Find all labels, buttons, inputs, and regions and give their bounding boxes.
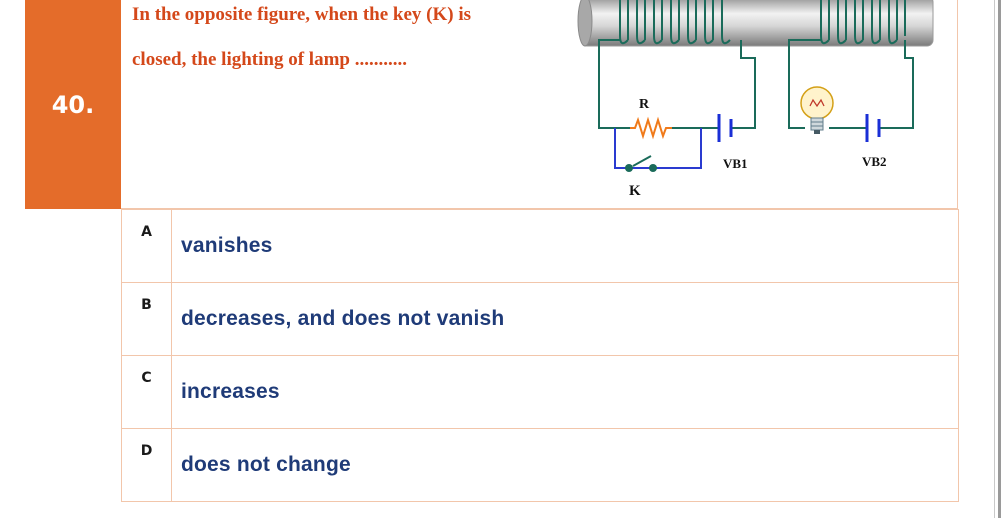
question-number: 40. — [25, 0, 121, 209]
option-row[interactable]: C increases — [121, 355, 959, 429]
option-text[interactable]: increases — [171, 355, 959, 429]
option-row[interactable]: B decreases, and does not vanish — [121, 282, 959, 356]
page-edge — [994, 0, 1007, 518]
option-row[interactable]: A vanishes — [121, 209, 959, 283]
option-letter: C — [121, 355, 172, 429]
secondary-circuit-wire — [788, 39, 914, 129]
lamp-icon — [800, 86, 834, 134]
secondary-coil — [820, 0, 906, 45]
battery-2-label: VB2 — [862, 154, 887, 169]
key-label: K — [629, 183, 641, 199]
question-text: In the opposite figure, when the key (K)… — [132, 0, 552, 82]
battery-1-label: VB1 — [723, 156, 748, 171]
option-letter: D — [121, 428, 172, 502]
resistor-label: R — [639, 97, 650, 112]
options-table: A vanishes B decreases, and does not van… — [121, 209, 959, 502]
key-switch — [614, 128, 702, 172]
question-line-1: In the opposite figure, when the key (K)… — [132, 4, 472, 25]
option-text[interactable]: decreases, and does not vanish — [171, 282, 959, 356]
battery-1 — [717, 114, 733, 142]
battery-2 — [865, 114, 881, 142]
page-edge-line — [998, 0, 1001, 518]
iron-core — [577, 0, 934, 47]
question-line-2: closed, the lighting of lamp ........... — [132, 49, 407, 70]
page-edge-line — [994, 0, 995, 518]
option-letter: B — [121, 282, 172, 356]
option-text[interactable]: vanishes — [171, 209, 959, 283]
circuit-figure: R K VB1 VB2 — [577, 0, 934, 199]
question-box — [121, 0, 958, 209]
primary-coil — [619, 0, 731, 45]
primary-circuit-wire — [598, 39, 756, 129]
option-row[interactable]: D does not change — [121, 428, 959, 502]
option-letter: A — [121, 209, 172, 283]
resistor — [630, 116, 672, 140]
option-text[interactable]: does not change — [171, 428, 959, 502]
